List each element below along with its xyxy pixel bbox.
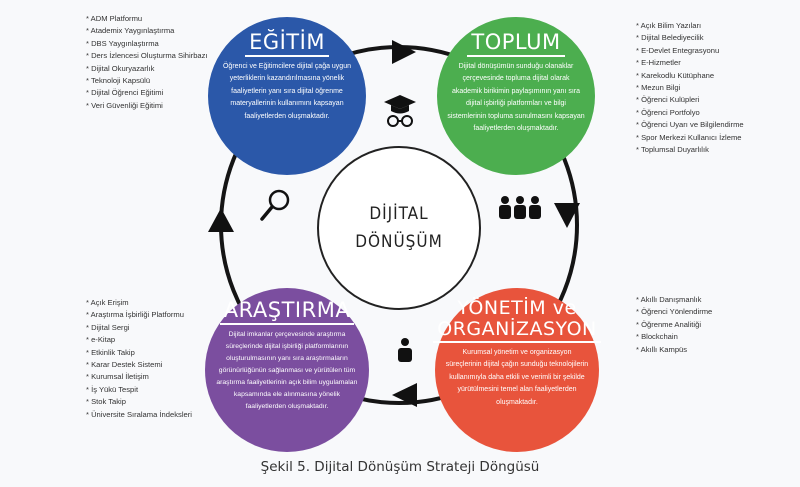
list-item: Etkinlik Takip [86,347,192,359]
arrow-down-icon [554,203,580,228]
list-item: Atademix Yaygınlaştırma [86,25,208,37]
list-item: İş Yükü Tespit [86,384,192,396]
people-icon [499,196,541,219]
list-item: Dijital Sergi [86,322,192,334]
list-item: Öğrenci Uyarı ve Bilgilendirme [636,119,744,131]
list-item: Karekodlu Kütüphane [636,70,744,82]
egitim-description: Öğrenci ve Eğitimcilere dijital çağa uyg… [222,63,351,120]
list-item: Akıllı Danışmanlık [636,294,712,306]
arastirma-description: Dijital imkanlar çerçevesinde araştırma … [216,331,358,410]
list-item: Öğrenci Portfolyo [636,107,744,119]
list-item: Dijital Belediyecilik [636,32,744,44]
toplum-title: TOPLUM [467,30,565,57]
toplum-description: Dijital dönüşümün sunduğu olanaklar çerç… [447,63,585,133]
list-item: E-Hizmetler [636,57,744,69]
list-item: Veri Güvenliği Eğitimi [86,100,208,112]
arastirma-list: Açık Erişim Araştırma İşbirliği Platform… [86,297,192,421]
list-item: DBS Yaygınlaştırma [86,38,208,50]
list-item: Blockchain [636,331,712,343]
list-item: Araştırma İşbirliği Platformu [86,309,192,321]
arastirma-circle: ARAŞTIRMA Dijital imkanlar çerçevesinde … [205,288,369,452]
egitim-title: EĞİTİM [245,30,329,57]
center-line2: DÖNÜŞÜM [355,232,443,252]
list-item: Öğrenme Analitiği [636,319,712,331]
magnifier-icon [260,189,290,221]
yonetim-title-line2: ORGANİZASYON [437,318,597,340]
list-item: E-Devlet Entegrasyonu [636,45,744,57]
toplum-list: Açık Bilim Yazıları Dijital Belediyecili… [636,20,744,156]
arastirma-title: ARAŞTIRMA [219,298,355,325]
yonetim-list: Akıllı Danışmanlık Öğrenci Yönlendirme Ö… [636,294,713,356]
list-item: Açık Bilim Yazıları [636,20,744,32]
list-item: Açık Erişim [86,297,192,309]
list-item: Akıllı Kampüs [636,344,712,356]
graduation-cap-icon [384,95,416,127]
list-item: ADM Platformu [86,13,208,25]
list-item: Teknoloji Kapsülü [86,75,208,87]
list-item: Spor Merkezi Kullanıcı İzleme [636,132,744,144]
arrow-up-icon [208,208,234,232]
list-item: e-Kitap [86,334,192,346]
center-line1: DİJİTAL [369,204,429,224]
arrow-left-icon [392,383,417,407]
list-item: Kurumsal İletişim [86,371,192,383]
list-item: Toplumsal Duyarlılık [636,144,744,156]
arrow-right-icon [392,40,416,64]
list-item: Öğrenci Kulüpleri [636,94,744,106]
list-item: Dijital Okuryazarlık [86,63,208,75]
center-circle: DİJİTAL DÖNÜŞÜM [317,146,481,310]
toplum-circle: TOPLUM Dijital dönüşümün sunduğu olanakl… [437,17,595,175]
list-item: Dijital Öğrenci Eğitimi [86,87,208,99]
list-item: Karar Destek Sistemi [86,359,192,371]
list-item: Stok Takip [86,396,192,408]
person-icon [398,338,412,362]
list-item: Üniversite Sıralama İndeksleri [86,409,192,421]
list-item: Öğrenci Yönlendirme [636,306,712,318]
egitim-list: ADM Platformu Atademix Yaygınlaştırma DB… [86,13,208,112]
list-item: Ders İzlencesi Oluşturma Sihirbazı [86,50,207,62]
figure-caption: Şekil 5. Dijital Dönüşüm Strateji Döngüs… [260,459,540,475]
egitim-circle: EĞİTİM Öğrenci ve Eğitimcilere dijital ç… [208,17,366,175]
yonetim-description: Kurumsal yönetim ve organizasyon süreçle… [445,349,589,406]
yonetim-title-line1: YÖNETİM ve [457,297,577,319]
list-item: Mezun Bilgi [636,82,744,94]
